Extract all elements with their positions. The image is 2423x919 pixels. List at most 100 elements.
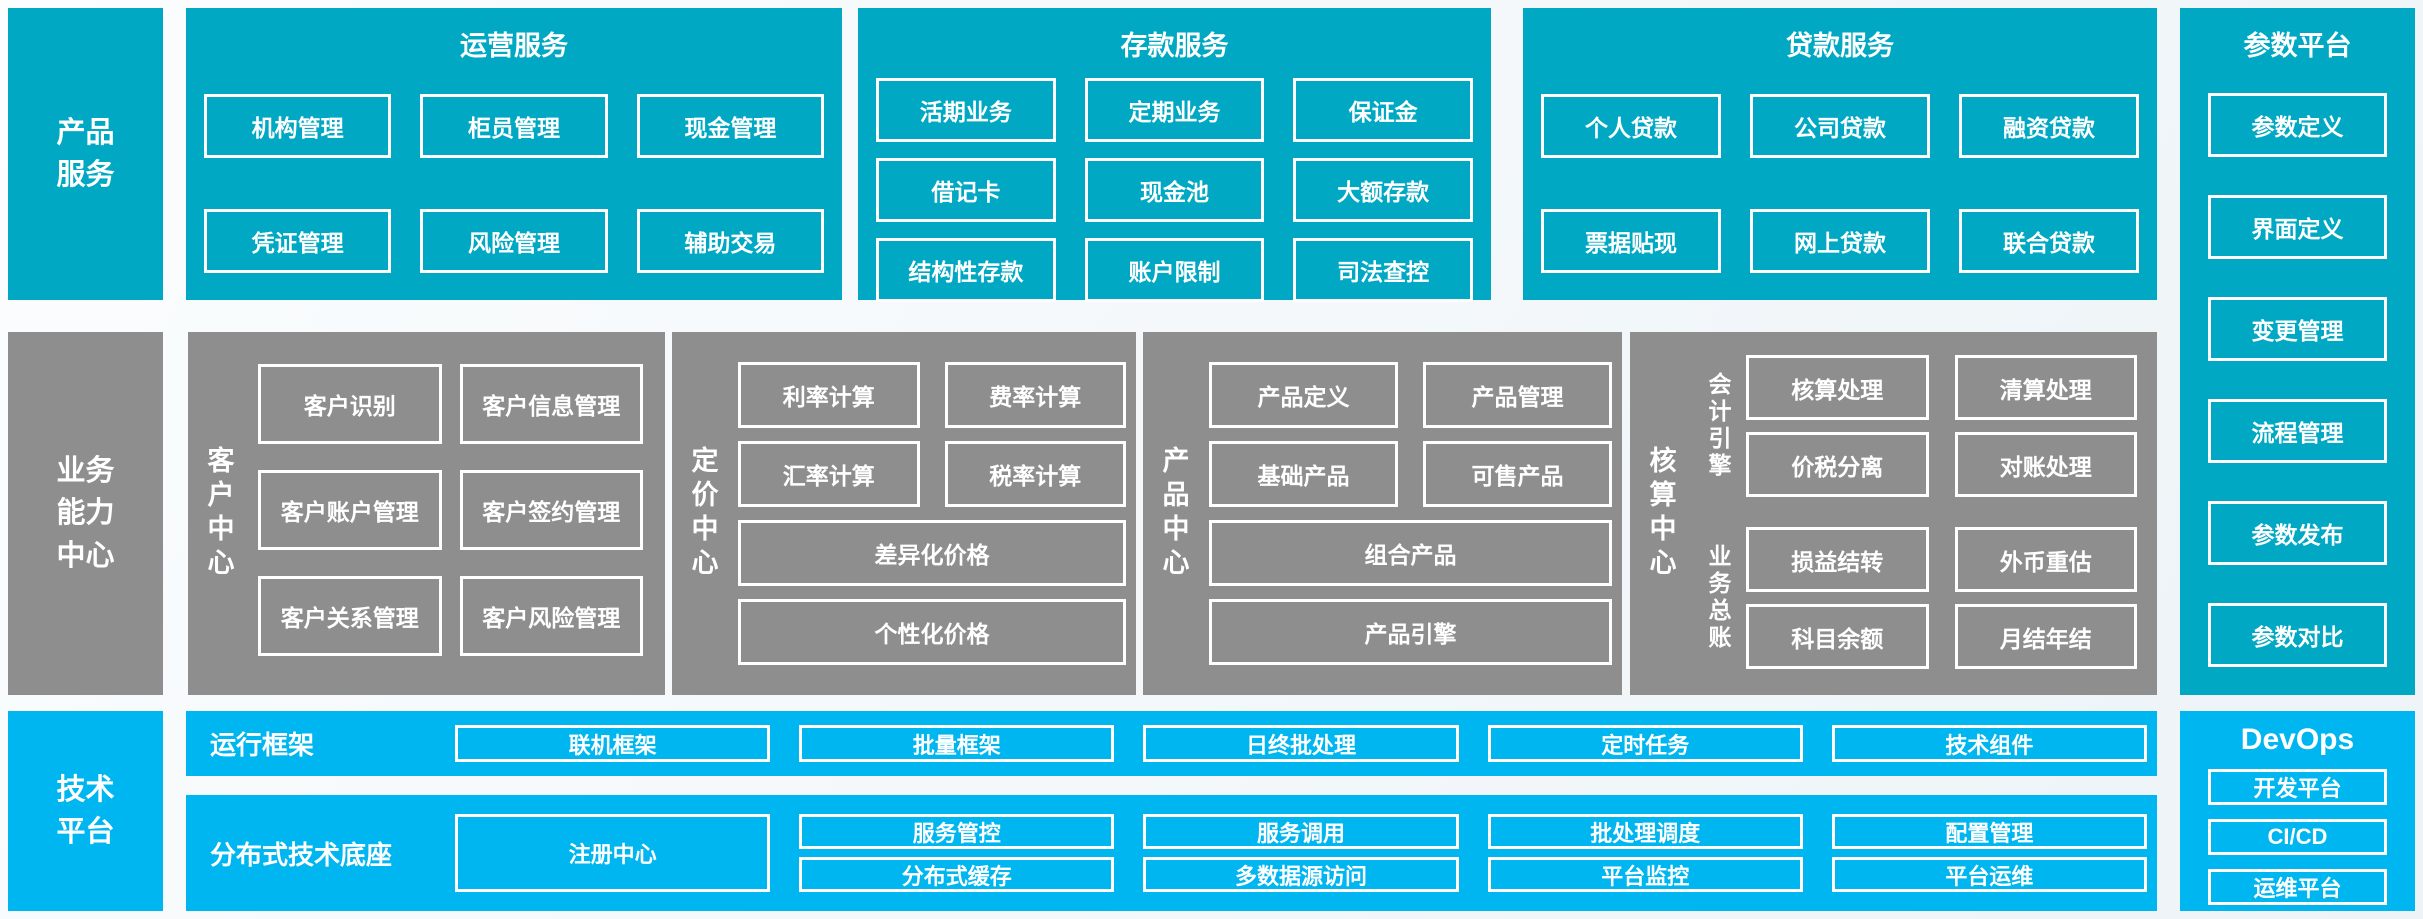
capability-row: 汇率计算 税率计算 xyxy=(738,441,1126,507)
service-box-rows: 机构管理 柜员管理 现金管理 凭证管理 风险管理 辅助交易 xyxy=(186,94,842,273)
section-accounting-center: 核算中心 会计引擎 核算处理 清算处理 价税分离 对账处理 业务总账 损益结转 … xyxy=(1630,332,2157,695)
service-box-row: 个人贷款 公司贷款 融资贷款 xyxy=(1523,94,2157,158)
band-label: 分布式技术底座 xyxy=(210,839,393,870)
service-box: 现金池 xyxy=(1084,158,1265,222)
service-box: 票据贴现 xyxy=(1541,209,1721,273)
section-title: 存款服务 xyxy=(1120,31,1229,61)
capability-box: 清算处理 xyxy=(1954,355,2137,420)
capability-box: 客户关系管理 xyxy=(258,576,442,656)
capability-box: 损益结转 xyxy=(1746,527,1929,592)
capability-box: 价税分离 xyxy=(1746,432,1929,497)
service-box: 保证金 xyxy=(1293,78,1474,142)
service-box-rows: 个人贷款 公司贷款 融资贷款 票据贴现 网上贷款 联合贷款 xyxy=(1523,94,2157,273)
tech-box-column: 批处理调度 平台监控 xyxy=(1487,814,1803,892)
capability-box: 客户识别 xyxy=(258,364,442,444)
service-box: 司法查控 xyxy=(1293,238,1474,302)
capability-box: 产品管理 xyxy=(1423,362,1612,428)
service-box: 个人贷款 xyxy=(1541,94,1721,158)
capability-row: 利率计算 费率计算 xyxy=(738,362,1126,428)
section-deposit-services: 存款服务 活期业务 定期业务 保证金 借记卡 现金池 大额存款 结构性存款 账户… xyxy=(858,8,1491,302)
service-box: 借记卡 xyxy=(876,158,1056,222)
service-box: 联合贷款 xyxy=(1959,209,2139,273)
service-box: 公司贷款 xyxy=(1750,94,1930,158)
service-box: 定期业务 xyxy=(1084,78,1265,142)
service-box: 账户限制 xyxy=(1084,238,1265,302)
section-operations-services: 运营服务 机构管理 柜员管理 现金管理 凭证管理 风险管理 辅助交易 xyxy=(186,8,842,300)
capability-box-wide: 差异化价格 xyxy=(738,520,1126,586)
business-ledger-group: 业务总账 损益结转 外币重估 科目余额 月结年结 xyxy=(1690,527,2137,669)
service-box-row: 票据贴现 网上贷款 联合贷款 xyxy=(1523,209,2157,273)
section-title: DevOps xyxy=(2240,723,2355,756)
capability-row: 产品定义 产品管理 xyxy=(1209,362,1612,428)
tech-box: CI/CD xyxy=(2208,819,2387,855)
capability-grid: 利率计算 费率计算 汇率计算 税率计算 差异化价格 个性化价格 xyxy=(738,362,1126,665)
capability-box: 客户签约管理 xyxy=(459,470,643,550)
service-box: 辅助交易 xyxy=(636,209,824,273)
section-pricing-center: 定价中心 利率计算 费率计算 汇率计算 税率计算 差异化价格 个性化价格 xyxy=(672,332,1136,695)
tech-box: 批量框架 xyxy=(799,725,1115,762)
section-title: 参数平台 xyxy=(2243,31,2352,61)
rail-business-capability-center: 业务 能力 中心 xyxy=(8,332,163,695)
service-box: 网上贷款 xyxy=(1750,209,1930,273)
capability-grid: 会计引擎 核算处理 清算处理 价税分离 对账处理 业务总账 损益结转 外币重估 … xyxy=(1690,355,2137,669)
service-box: 界面定义 xyxy=(2208,195,2387,259)
capability-box: 对账处理 xyxy=(1954,432,2137,497)
service-box: 流程管理 xyxy=(2208,399,2387,463)
group-vertical-label: 会计引擎 xyxy=(1705,372,1731,480)
capability-box-wide: 个性化价格 xyxy=(738,599,1126,665)
capability-box: 基础产品 xyxy=(1209,441,1398,507)
capability-box: 核算处理 xyxy=(1746,355,1929,420)
capability-box: 产品定义 xyxy=(1209,362,1398,428)
service-box: 参数发布 xyxy=(2208,501,2387,565)
capability-box: 客户账户管理 xyxy=(258,470,442,550)
tech-box: 日终批处理 xyxy=(1143,725,1459,762)
section-parameter-platform: 参数平台 参数定义 界面定义 变更管理 流程管理 参数发布 参数对比 xyxy=(2180,8,2415,695)
tech-box: 多数据源访问 xyxy=(1143,857,1459,892)
capability-box: 科目余额 xyxy=(1746,604,1929,669)
service-box: 柜员管理 xyxy=(420,94,608,158)
band-distributed-tech-base: 分布式技术底座 注册中心 服务管控 分布式缓存 服务调用 多数据源访问 批处理调… xyxy=(186,795,2157,911)
devops-items: 开发平台 CI/CD 运维平台 xyxy=(2208,769,2387,905)
capability-box: 利率计算 xyxy=(738,362,920,428)
tech-box-column: 服务管控 分布式缓存 xyxy=(799,814,1115,892)
section-loan-services: 贷款服务 个人贷款 公司贷款 融资贷款 票据贴现 网上贷款 联合贷款 xyxy=(1523,8,2157,300)
accounting-engine-group: 会计引擎 核算处理 清算处理 价税分离 对账处理 xyxy=(1690,355,2137,497)
center-vertical-label: 核算中心 xyxy=(1645,445,1676,582)
service-box: 现金管理 xyxy=(636,94,824,158)
tech-box: 联机框架 xyxy=(455,725,771,762)
service-box: 大额存款 xyxy=(1293,158,1474,222)
tech-box: 分布式缓存 xyxy=(799,857,1115,892)
tech-box: 定时任务 xyxy=(1487,725,1803,762)
tech-box: 注册中心 xyxy=(455,814,771,892)
section-title: 运营服务 xyxy=(460,31,568,61)
capability-box: 月结年结 xyxy=(1954,604,2137,669)
registry-column: 注册中心 xyxy=(455,814,771,892)
band-label: 运行框架 xyxy=(210,730,315,760)
section-devops: DevOps 开发平台 CI/CD 运维平台 xyxy=(2180,711,2415,911)
tech-box: 服务调用 xyxy=(1143,814,1459,849)
capability-box: 可售产品 xyxy=(1423,441,1612,507)
service-box-row: 机构管理 柜员管理 现金管理 xyxy=(186,94,842,158)
service-box: 凭证管理 xyxy=(204,209,392,273)
group-vertical-label: 业务总账 xyxy=(1705,544,1731,652)
center-vertical-label: 客户中心 xyxy=(203,445,234,582)
capability-box: 外币重估 xyxy=(1954,527,2137,592)
capability-box: 客户信息管理 xyxy=(459,364,643,444)
service-box-rows: 活期业务 定期业务 保证金 借记卡 现金池 大额存款 结构性存款 账户限制 司法… xyxy=(858,78,1491,302)
service-box: 风险管理 xyxy=(420,209,608,273)
capability-grid: 产品定义 产品管理 基础产品 可售产品 组合产品 产品引擎 xyxy=(1209,362,1612,665)
tech-box-column: 服务调用 多数据源访问 xyxy=(1143,814,1459,892)
section-title: 贷款服务 xyxy=(1786,31,1894,61)
center-vertical-label: 定价中心 xyxy=(687,445,718,582)
band-runtime-framework: 运行框架 联机框架 批量框架 日终批处理 定时任务 技术组件 xyxy=(186,711,2157,776)
capability-grid: 客户识别 客户信息管理 客户账户管理 客户签约管理 客户关系管理 客户风险管理 xyxy=(258,364,643,656)
tech-box: 服务管控 xyxy=(799,814,1115,849)
capability-box-wide: 组合产品 xyxy=(1209,520,1612,586)
service-box-row: 结构性存款 账户限制 司法查控 xyxy=(858,238,1491,302)
capability-grid: 核算处理 清算处理 价税分离 对账处理 xyxy=(1746,355,2137,497)
capability-box: 税率计算 xyxy=(944,441,1126,507)
service-box: 机构管理 xyxy=(204,94,392,158)
capability-box-wide: 产品引擎 xyxy=(1209,599,1612,665)
tech-box: 平台运维 xyxy=(1831,857,2148,892)
